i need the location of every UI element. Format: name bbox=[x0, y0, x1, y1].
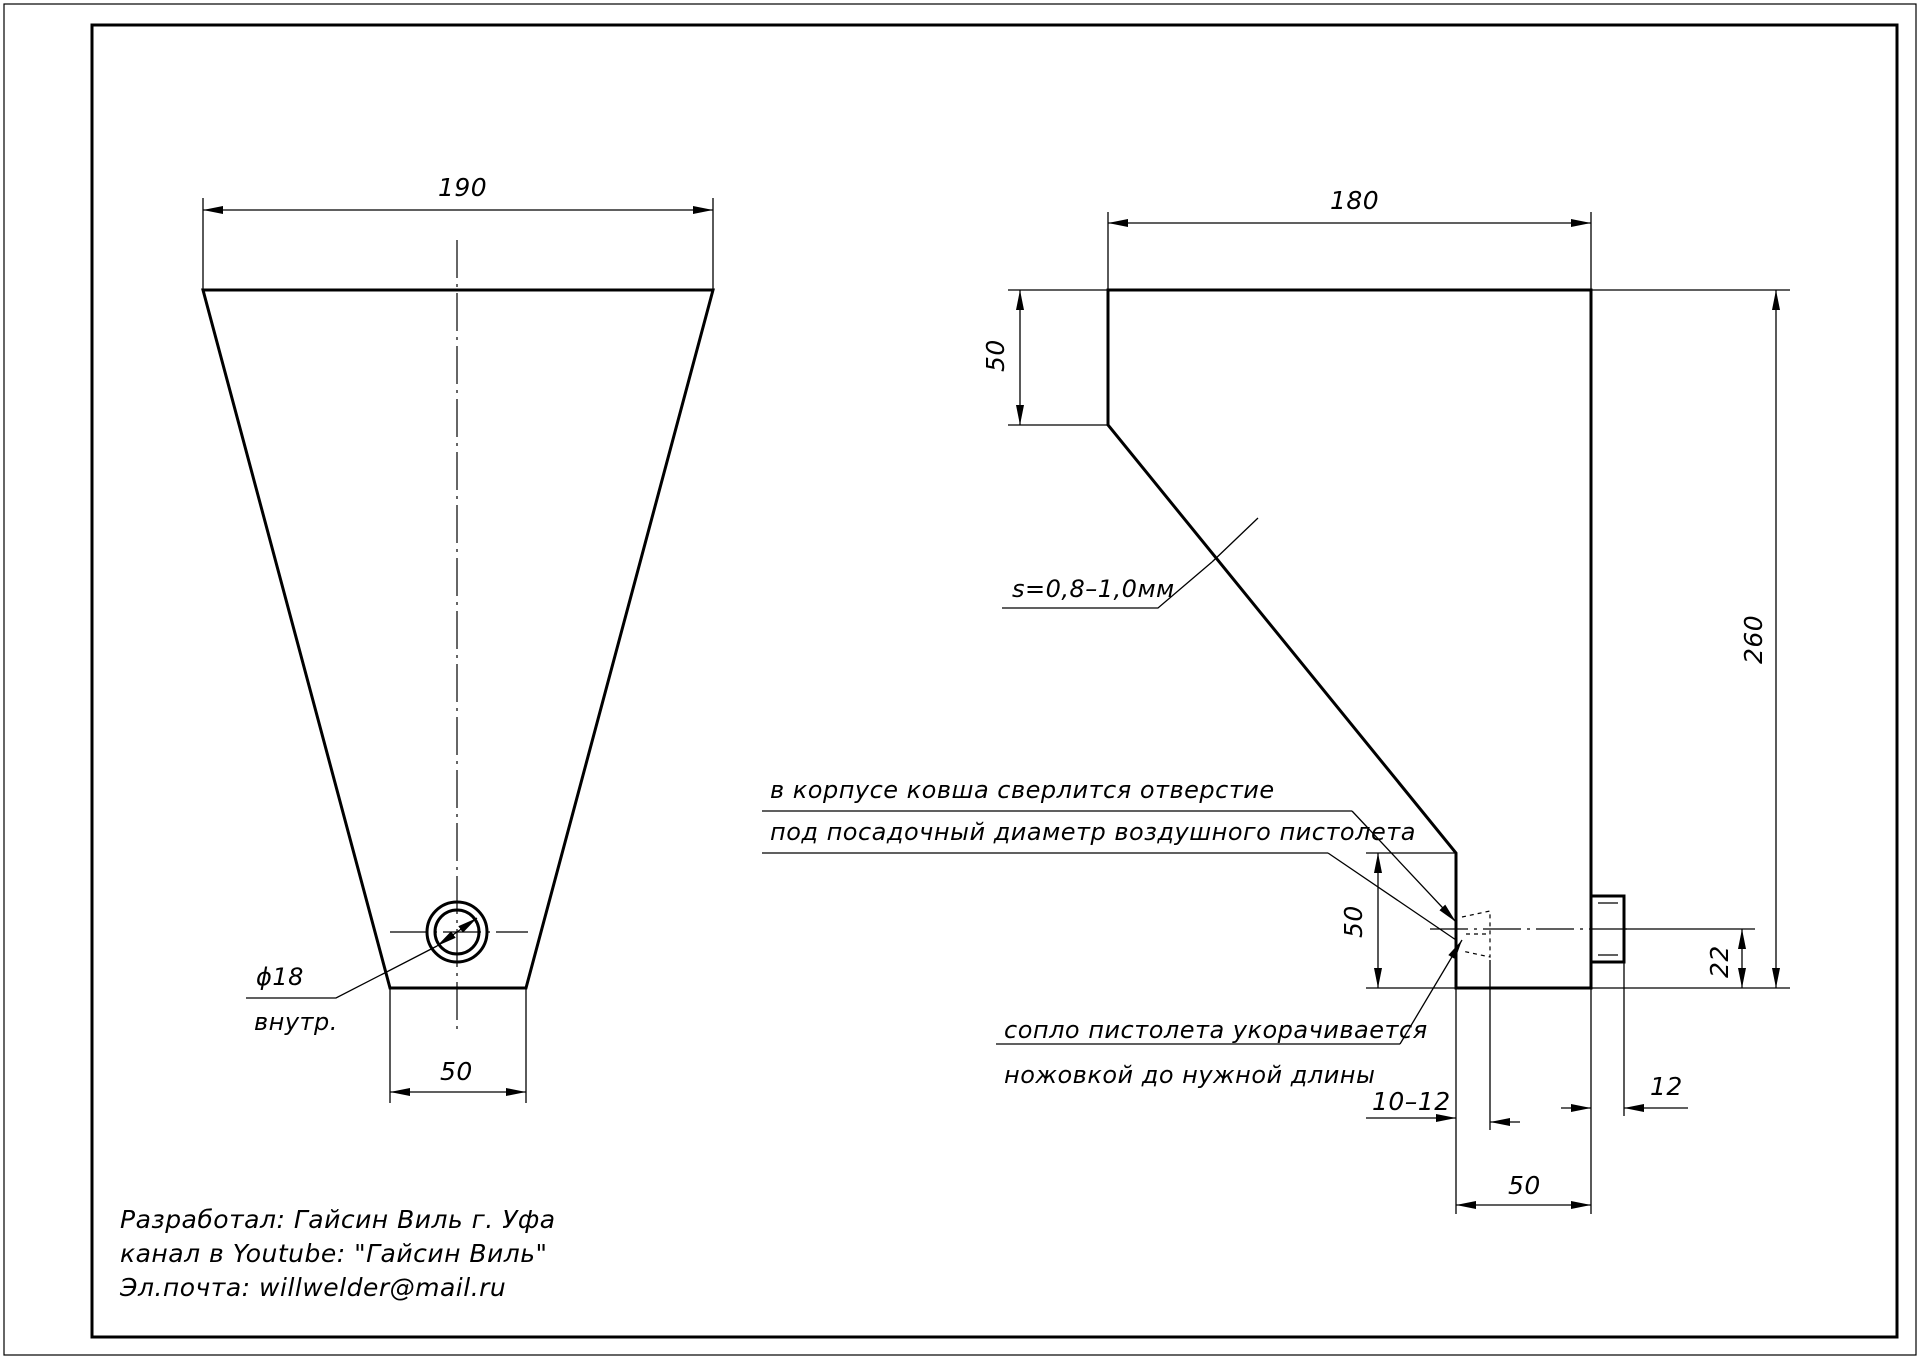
credit-email: Эл.почта: willwelder@mail.ru bbox=[119, 1273, 506, 1302]
thickness-leader-tick bbox=[1211, 517, 1259, 563]
hole-outer-circle bbox=[425, 900, 489, 964]
side-view: 180 50 260 50 22 50 10–12 12 s=0,8–1,0мм… bbox=[762, 186, 1790, 1214]
hole-leader-line bbox=[246, 945, 438, 999]
nozzle-note-line-2: ножовкой до нужной длины bbox=[1004, 1061, 1375, 1089]
side-dim-22: 22 bbox=[1705, 945, 1734, 978]
nozzle-hidden-outline bbox=[1461, 910, 1491, 958]
side-dim-260: 260 bbox=[1739, 615, 1768, 664]
hole-diameter-arrow bbox=[436, 917, 478, 947]
credit-author: Разработал: Гайсин Виль г. Уфа bbox=[120, 1205, 556, 1234]
outer-sheet-border bbox=[3, 3, 1917, 1356]
hole-inner-circle bbox=[433, 908, 481, 956]
thickness-note: s=0,8–1,0мм bbox=[1012, 575, 1175, 603]
hole-diameter-label: ϕ18 bbox=[256, 963, 304, 991]
side-dim-12: 12 bbox=[1650, 1072, 1683, 1101]
drill-note-line-2: под посадочный диаметр воздушного пистол… bbox=[770, 818, 1416, 846]
drill-leader-line bbox=[1351, 810, 1457, 923]
hopper-front-outline bbox=[201, 288, 715, 990]
hopper-side-outline bbox=[1106, 288, 1593, 990]
nozzle-note-leader bbox=[1399, 939, 1463, 1045]
nozzle-note-line-1: сопло пистолета укорачивается bbox=[1004, 1016, 1428, 1044]
drill-leader-line-2 bbox=[1327, 852, 1457, 941]
credit-youtube: канал в Youtube: "Гайсин Виль" bbox=[120, 1239, 548, 1268]
side-dim-50-bottom: 50 bbox=[1508, 1171, 1541, 1200]
side-dim-50-lower: 50 bbox=[1339, 905, 1368, 938]
credits-block: Разработал: Гайсин Виль г. Уфа канал в Y… bbox=[119, 1205, 556, 1302]
thickness-leader-line bbox=[1002, 561, 1213, 609]
drill-note-line-1: в корпусе ковша сверлится отверстие bbox=[770, 776, 1275, 804]
side-dim-50-top: 50 bbox=[981, 339, 1010, 372]
drawing-frame bbox=[90, 23, 1899, 1339]
front-dim-50: 50 bbox=[440, 1057, 473, 1086]
front-dim-190: 190 bbox=[438, 173, 487, 202]
front-view: 190 50 ϕ18 внутр. bbox=[201, 173, 715, 1103]
hole-note-label: внутр. bbox=[254, 1008, 338, 1036]
side-dim-10-12: 10–12 bbox=[1372, 1087, 1451, 1116]
side-dim-180: 180 bbox=[1330, 186, 1379, 215]
